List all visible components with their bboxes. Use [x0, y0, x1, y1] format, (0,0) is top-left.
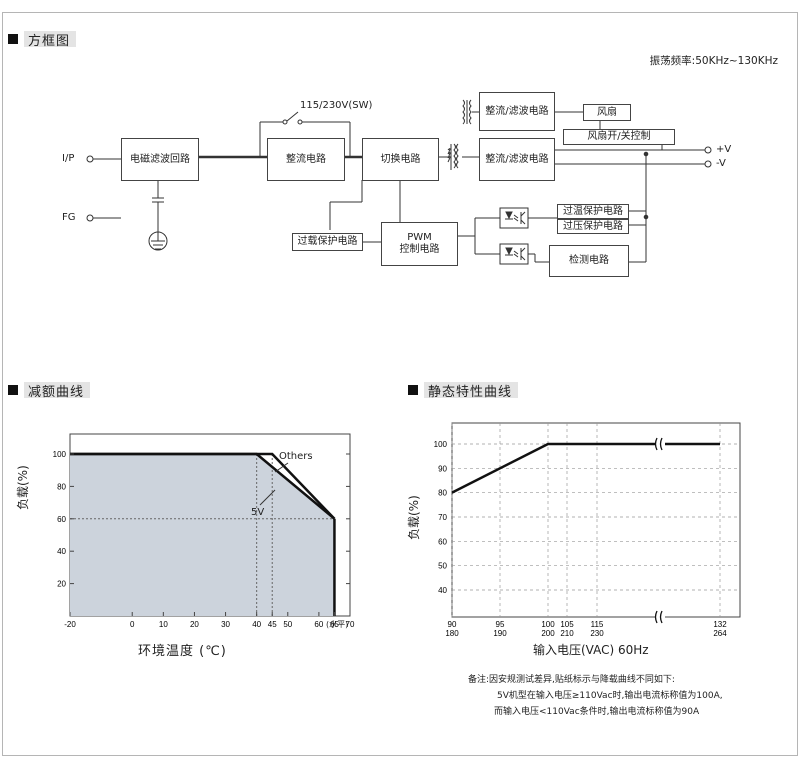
xtick-label-top: 95: [496, 620, 505, 629]
vneg-label: -V: [716, 158, 726, 169]
static-xlabel: 输入电压(VAC) 60Hz: [533, 643, 649, 657]
rectifier-filter-block-1: 整流/滤波电路: [479, 92, 555, 131]
ytick-label: 60: [57, 515, 66, 524]
pwm-control-block: PWM 控制电路: [381, 222, 458, 266]
static-header: 静态特性曲线: [408, 382, 519, 400]
square-icon: [408, 385, 418, 395]
xtick-label: 65: [330, 620, 339, 629]
pwm-control-label: 控制电路: [399, 244, 440, 255]
derating-shaded-area: [70, 454, 335, 616]
pwm-label: PWM: [407, 232, 432, 243]
others-label: Others: [279, 451, 313, 462]
ytick-label: 50: [438, 562, 447, 571]
fan-control-block: 风扇开/关控制: [563, 129, 675, 145]
xtick-label: 60: [314, 620, 323, 629]
static-ylabel: 负载(%): [407, 495, 421, 540]
xtick-label: 20: [190, 620, 199, 629]
ytick-label: 100: [53, 450, 67, 459]
block-diagram-header: 方框图: [8, 31, 77, 49]
v5-label: 5V: [251, 507, 265, 518]
ytick-label: 40: [438, 586, 447, 595]
square-icon: [8, 385, 18, 395]
xtick-label: 30: [221, 620, 230, 629]
block-diagram-title: 方框图: [24, 31, 77, 49]
xtick-label-top: 100: [541, 620, 555, 629]
rectifier-filter-block-2: 整流/滤波电路: [479, 138, 555, 181]
ytick-label: 60: [438, 537, 447, 546]
static-plot-area: [451, 422, 741, 618]
xtick-label: 50: [283, 620, 292, 629]
xtick-label-bottom: 200: [541, 629, 555, 638]
fg-label: FG: [62, 212, 76, 223]
ytick-label: 40: [57, 547, 66, 556]
detection-block: 检测电路: [549, 245, 629, 277]
ip-label: I/P: [62, 153, 75, 164]
xtick-label-bottom: 264: [713, 629, 727, 638]
outer-frame: [2, 12, 798, 756]
xtick-label-bottom: 190: [493, 629, 507, 638]
xtick-label: 10: [159, 620, 168, 629]
emi-filter-block: 电磁滤波回路: [121, 138, 199, 181]
over-voltage-protection-block: 过压保护电路: [557, 219, 629, 234]
xtick-label: 45: [268, 620, 277, 629]
note-line-1: 备注:因安规测试差异,贴纸标示与降载曲线不同如下:: [468, 675, 675, 685]
ytick-label: 20: [57, 580, 66, 589]
derating-header: 减额曲线: [8, 382, 91, 400]
optocoupler-icon: [499, 207, 529, 229]
voltage-switch-label: 115/230V(SW): [300, 100, 373, 111]
xtick-label: 70: [346, 620, 355, 629]
over-temp-protection-block: 过温保护电路: [557, 204, 629, 219]
xtick-label-top: 105: [560, 620, 574, 629]
optocoupler-icon: [499, 243, 529, 265]
overload-protection-block: 过载保护电路: [292, 233, 363, 251]
xtick-label-top: 90: [448, 620, 457, 629]
xtick-label: 0: [130, 620, 135, 629]
xtick-label-top: 132: [713, 620, 727, 629]
xtick-label-bottom: 180: [445, 629, 459, 638]
derating-xlabel: 环境温度 (℃): [138, 644, 227, 659]
note-line-3: 而输入电压<110Vac条件时,输出电流标称值为90A: [494, 707, 700, 717]
switching-block: 切换电路: [362, 138, 439, 181]
xtick-label: -20: [64, 620, 76, 629]
vpos-label: +V: [716, 144, 732, 155]
ytick-label: 70: [438, 513, 447, 522]
ytick-label: 100: [434, 440, 448, 449]
derating-title: 减额曲线: [24, 382, 91, 400]
ytick-label: 90: [438, 464, 447, 473]
static-title: 静态特性曲线: [424, 382, 519, 400]
ytick-label: 80: [57, 482, 66, 491]
note-line-2: 5V机型在输入电压≥110Vac时,输出电流标称值为100A,: [497, 691, 723, 701]
others-leader: [274, 462, 289, 473]
derating-series-5v: [70, 452, 336, 520]
xtick-label-bottom: 210: [560, 629, 574, 638]
ytick-label: 80: [438, 489, 447, 498]
v5-leader: [259, 489, 276, 506]
axis-break-icon: [654, 437, 663, 451]
xtick-label-bottom: 230: [590, 629, 604, 638]
xtick-label: 40: [252, 620, 261, 629]
square-icon: [8, 34, 18, 44]
oscillation-frequency: 振荡频率:50KHz~130KHz: [649, 55, 778, 67]
rectifier-block: 整流电路: [267, 138, 345, 181]
fan-block: 风扇: [583, 104, 631, 121]
axis-break-icon: [654, 610, 663, 624]
xtick-label-top: 115: [591, 620, 604, 629]
derating-xunit: (水平): [326, 620, 349, 629]
